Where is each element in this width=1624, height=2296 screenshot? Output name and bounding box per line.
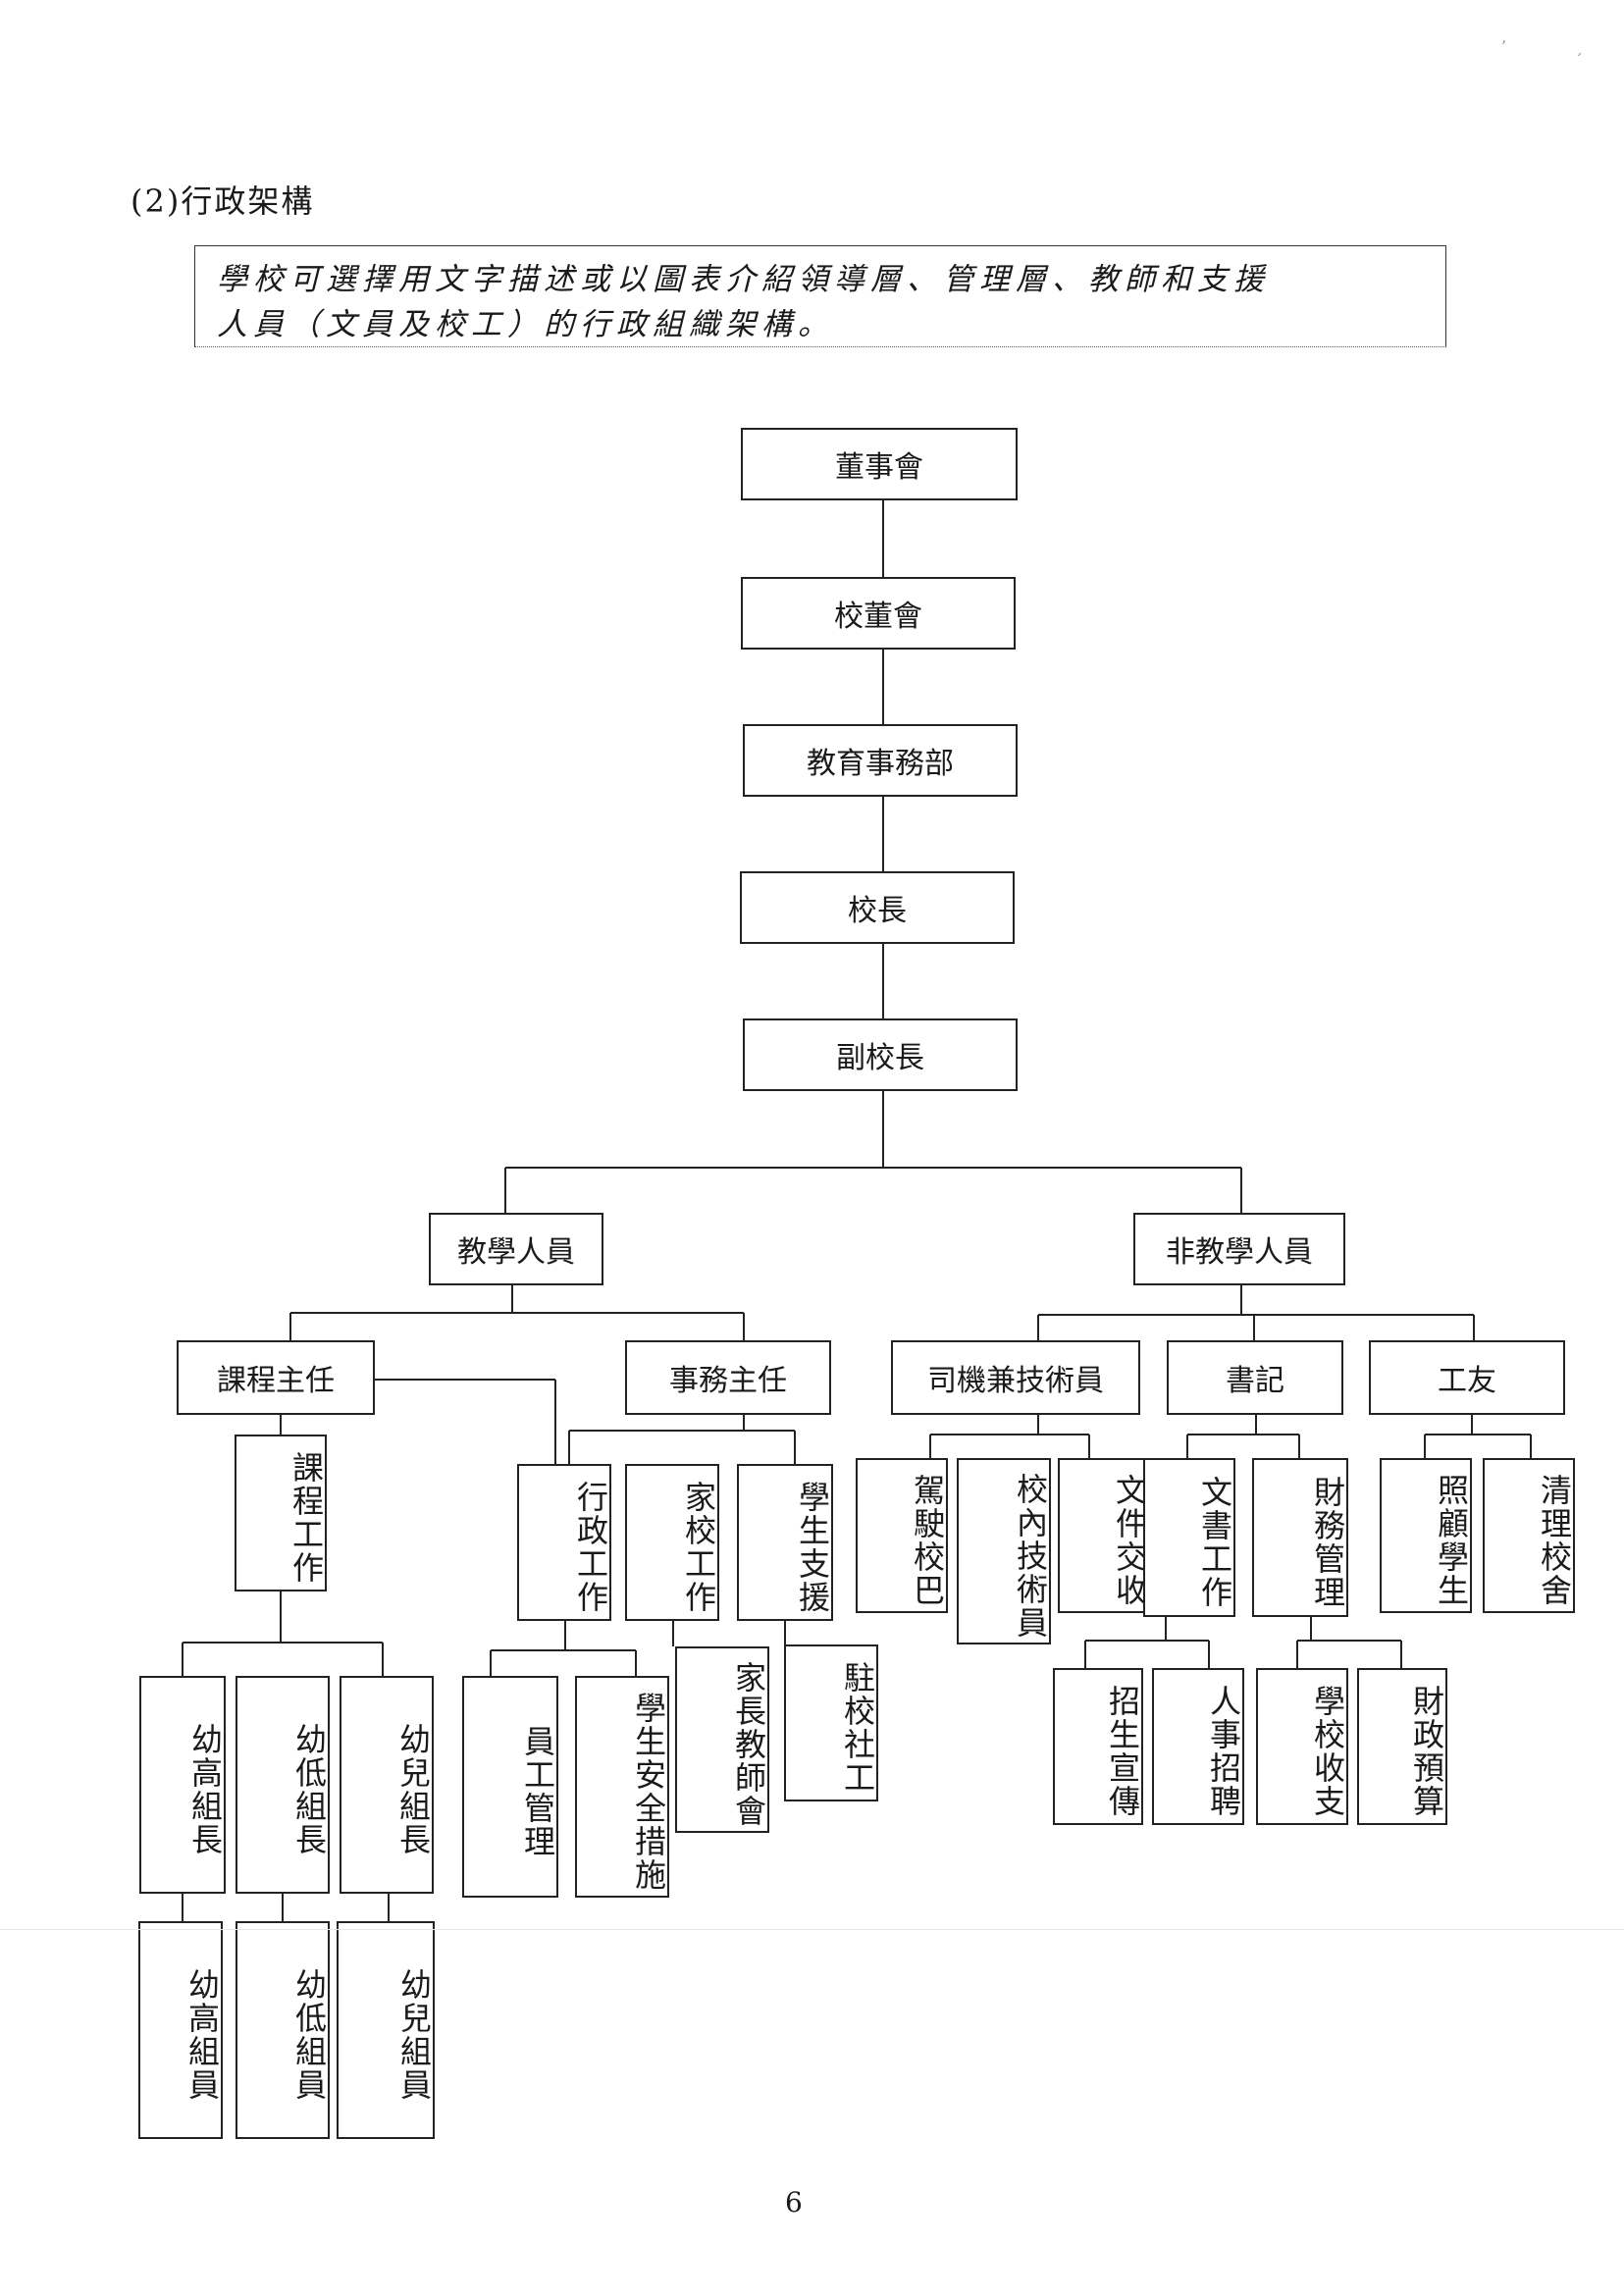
enrolment-promotion-box: 招生宣傳	[1053, 1668, 1143, 1825]
principal-box: 校長	[740, 871, 1015, 944]
clerk-box: 書記	[1167, 1340, 1343, 1415]
education-department-box: 教育事務部	[743, 724, 1018, 797]
student-support-box: 學生支援	[737, 1464, 833, 1621]
drive-school-bus-box: 駕駛校巴	[856, 1458, 948, 1613]
k1-leader-box: 幼兒組長	[340, 1676, 434, 1894]
k2-leader-box: 幼低組長	[236, 1676, 330, 1894]
driver-technician-box: 司機兼技術員	[891, 1340, 1140, 1415]
curriculum-head-box: 課程主任	[177, 1340, 375, 1415]
scan-artifact-line	[0, 1929, 1624, 1930]
parent-teacher-association-box: 家長教師會	[675, 1646, 769, 1833]
instruction-line-2: 人員（文員及校工）的行政組織架構。	[217, 307, 834, 342]
section-heading: (2)行政架構	[131, 183, 315, 220]
home-school-work-box: 家校工作	[625, 1464, 719, 1621]
school-board-box: 校董會	[741, 577, 1016, 650]
page-number: 6	[785, 2186, 803, 2218]
finance-management-box: 財務管理	[1252, 1458, 1348, 1617]
board-of-directors-box: 董事會	[741, 428, 1018, 500]
staff-management-box: 員工管理	[462, 1676, 558, 1898]
clean-campus-box: 清理校舍	[1483, 1458, 1575, 1613]
school-social-worker-box: 駐校社工	[784, 1644, 878, 1801]
recruitment-box: 人事招聘	[1152, 1668, 1244, 1825]
scan-mark: ˏ	[1575, 37, 1583, 56]
internal-technician-box: 校內技術員	[957, 1458, 1051, 1644]
student-safety-measures-box: 學生安全措施	[575, 1676, 669, 1898]
fiscal-budget-box: 財政預算	[1357, 1668, 1447, 1825]
care-students-box: 照顧學生	[1380, 1458, 1472, 1613]
admin-work-box: 行政工作	[517, 1464, 611, 1621]
k3-member-box: 幼高組員	[138, 1921, 223, 2139]
scan-mark: ʼ	[1501, 37, 1507, 56]
k3-leader-box: 幼高組長	[139, 1676, 226, 1894]
instruction-line-1: 學校可選擇用文字描述或以圖表介紹領導層、管理層、教師和支援	[217, 262, 1270, 297]
school-income-expense-box: 學校收支	[1256, 1668, 1348, 1825]
affairs-head-box: 事務主任	[625, 1340, 831, 1415]
k2-member-box: 幼低組員	[236, 1921, 330, 2139]
instruction-box: 學校可選擇用文字描述或以圖表介紹領導層、管理層、教師和支援 人員（文員及校工）的…	[194, 245, 1446, 347]
k1-member-box: 幼兒組員	[337, 1921, 435, 2139]
teaching-staff-box: 教學人員	[429, 1213, 603, 1285]
clerical-work-box: 文書工作	[1143, 1458, 1235, 1617]
vice-principal-box: 副校長	[743, 1018, 1018, 1091]
curriculum-work-box: 課程工作	[235, 1435, 327, 1592]
janitor-box: 工友	[1369, 1340, 1565, 1415]
document-receiving-box: 文件交收	[1058, 1458, 1150, 1613]
non-teaching-staff-box: 非教學人員	[1133, 1213, 1345, 1285]
